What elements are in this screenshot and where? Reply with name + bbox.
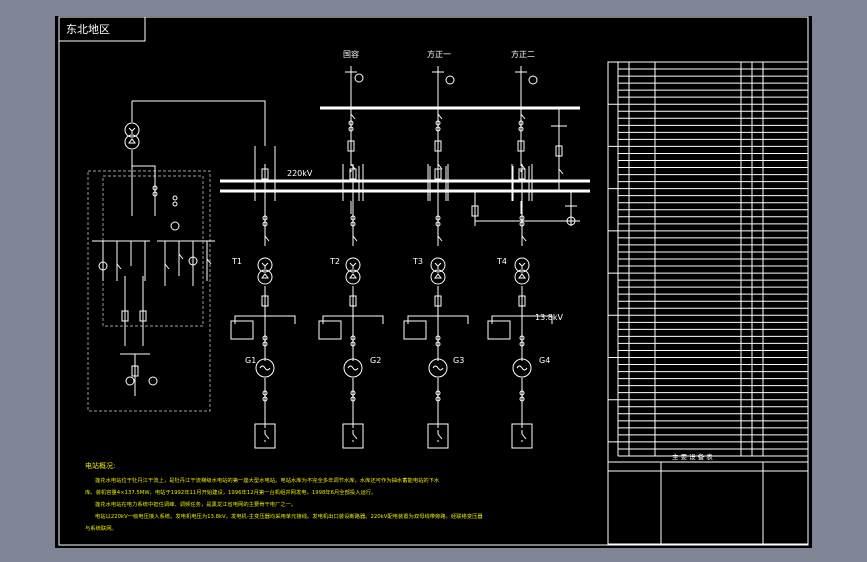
station-transformer-icon: [124, 122, 140, 150]
notes-line-2: 库。装机容量4×137.5MW，电站于1992年11月开始建设，1996年12月…: [85, 488, 376, 496]
busbar-220kv: [220, 106, 590, 222]
generator-label-g2: G2: [370, 356, 381, 365]
generator-label-g1: G1: [245, 356, 256, 365]
unit-bay-1: [230, 146, 296, 449]
drawing-viewport[interactable]: 东北地区 国容 方正一 方正二 220kV 13.8kV T1 T2 T3 T4…: [55, 16, 812, 548]
generator-label-g3: G3: [453, 356, 464, 365]
notes-line-4: 电站以220kV一级电压接入系统。发电机电压为13.8kV，发电机-主变压器均采…: [95, 512, 483, 520]
sheet-border: [58, 16, 809, 546]
unit-bay-3: [403, 164, 469, 449]
transformer-t2-icon: [345, 257, 361, 285]
region-title-box: [58, 16, 146, 42]
region-title: 东北地区: [66, 23, 110, 36]
feeder-bays: [342, 66, 577, 226]
notes-line-1: 莲花水电站位于牡丹江干流上，是牡丹江干流梯级水电站的第一座大型水电站。电站水库为…: [95, 476, 440, 484]
notes-line-3: 莲花水电站在电力系统中担任调峰、调频任务，是黑龙江省电网的主要骨干电厂之一。: [95, 500, 296, 508]
auxiliary-power-area: [87, 100, 266, 412]
transformer-label-t4: T4: [496, 257, 507, 266]
unit-bays: [230, 146, 553, 449]
transformer-label-t1: T1: [231, 257, 242, 266]
notes-heading: 电站概况:: [85, 461, 115, 470]
bus-voltage-label: 220kV: [287, 169, 313, 178]
station-notes: 电站概况: 莲花水电站位于牡丹江干流上，是牡丹江干流梯级水电站的第一座大型水电站…: [85, 461, 483, 532]
gen-voltage-label: 13.8kV: [535, 313, 563, 322]
transformer-t4-icon: [514, 257, 530, 285]
generator-g3-icon: [428, 358, 448, 378]
transformer-label-t2: T2: [329, 257, 340, 266]
generator-g4-icon: [512, 358, 532, 378]
equipment-table: 主 要 设 备 表: [607, 61, 809, 545]
transformer-t1-icon: [257, 257, 273, 285]
generator-g2-icon: [343, 358, 363, 378]
equipment-table-rows: [608, 68, 808, 457]
generator-label-g4: G4: [539, 356, 550, 365]
feeder-label-1: 国容: [343, 49, 359, 59]
drawing-sheet: 东北地区 国容 方正一 方正二 220kV 13.8kV T1 T2 T3 T4…: [58, 16, 809, 546]
generator-g1-icon: [255, 358, 275, 378]
feeder-label-3: 方正二: [511, 49, 535, 59]
feeder-label-2: 方正一: [427, 49, 451, 59]
equipment-table-title: 主 要 设 备 表: [672, 452, 713, 461]
transformer-label-t3: T3: [412, 257, 423, 266]
unit-bay-4: [487, 164, 553, 449]
unit-bay-2: [318, 164, 384, 449]
notes-line-5: 与系统联网。: [85, 524, 117, 532]
transformer-t3-icon: [430, 257, 446, 285]
